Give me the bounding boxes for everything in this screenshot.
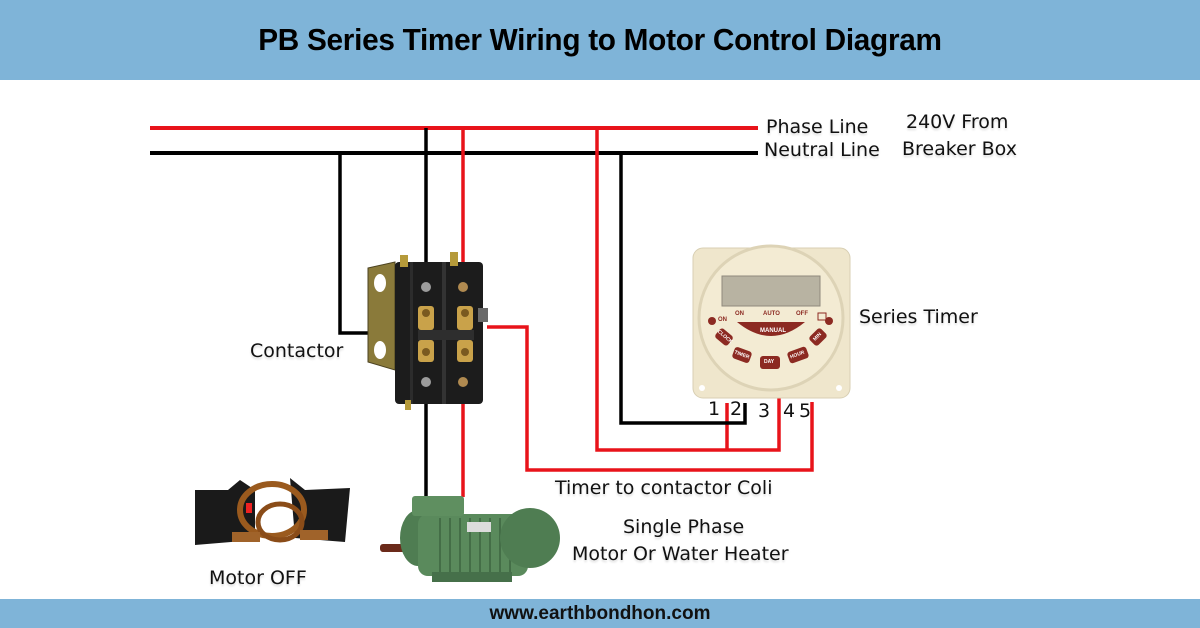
neutral-to-timer [619, 153, 747, 425]
terminal-1: 1 [708, 398, 721, 420]
source-label-line1: 240V From [906, 111, 1009, 133]
title-banner: PB Series Timer Wiring to Motor Control … [0, 0, 1200, 80]
phase-line-label: Phase Line [766, 116, 869, 138]
series-timer-label: Series Timer [859, 306, 978, 328]
source-label-line2: Breaker Box [902, 138, 1017, 160]
contactor-image [367, 252, 488, 410]
coil-wire-label: Timer to contactor Coli [555, 477, 773, 499]
load-label-line1: Single Phase [623, 516, 745, 538]
timer-button-day: DAY [764, 359, 775, 365]
diagram-title: PB Series Timer Wiring to Motor Control … [258, 22, 942, 57]
contactor-label: Contactor [250, 340, 344, 362]
motor-off-image [195, 478, 350, 545]
terminal-5: 5 [799, 400, 812, 422]
series-timer-image [692, 244, 851, 399]
timer-manual-button: MANUAL [760, 328, 786, 334]
load-label-line2: Motor Or Water Heater [572, 543, 789, 565]
single-phase-motor-image [380, 496, 560, 582]
motor-off-label: Motor OFF [209, 567, 307, 589]
neutral-line-label: Neutral Line [764, 139, 880, 161]
timer-to-contactor-coil [487, 325, 814, 472]
terminal-2: 2 [730, 398, 743, 420]
timer-mode-auto: AUTO [763, 311, 780, 317]
footer-banner: www.earthbondhon.com [0, 599, 1200, 628]
terminal-3: 3 [758, 400, 771, 422]
timer-mode-on: ON [735, 311, 744, 317]
timer-indicator-on: ON [718, 317, 727, 323]
timer-mode-off: OFF [796, 311, 808, 317]
phase-to-timer [595, 128, 781, 452]
terminal-4: 4 [783, 400, 796, 422]
website-link[interactable]: www.earthbondhon.com [489, 602, 711, 624]
